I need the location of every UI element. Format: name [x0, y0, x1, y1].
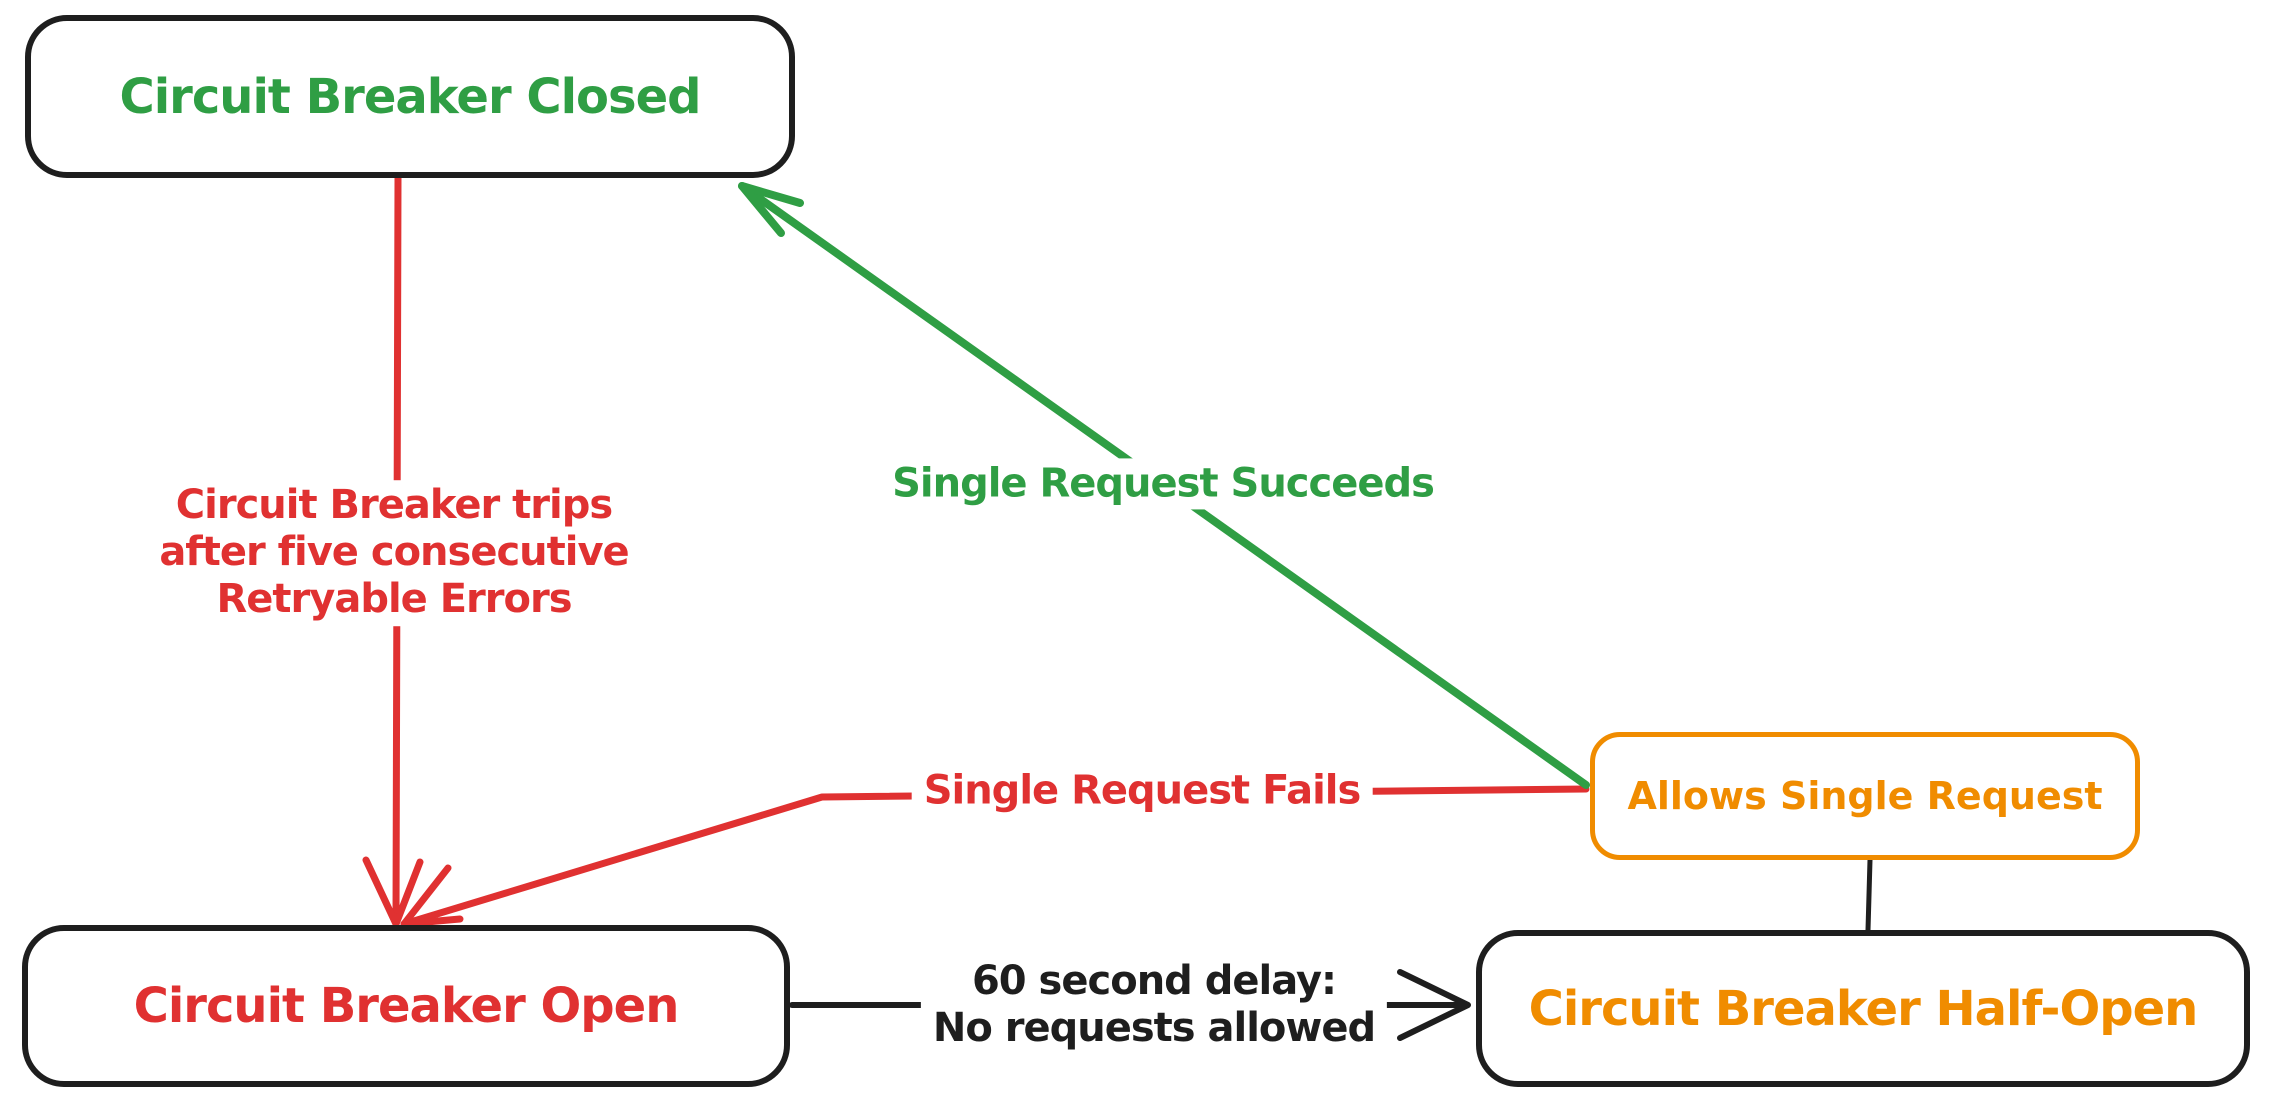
- node-circuit-breaker-open-label: Circuit Breaker Open: [133, 978, 680, 1034]
- success-arrowhead: [738, 182, 804, 237]
- trip-arrowhead: [362, 856, 424, 928]
- trip-arrow-label: Circuit Breaker trips after five consecu…: [147, 480, 641, 626]
- node-circuit-breaker-open: Circuit Breaker Open: [22, 925, 790, 1087]
- node-allows-single-request-label: Allows Single Request: [1627, 774, 2103, 818]
- node-circuit-breaker-closed-label: Circuit Breaker Closed: [119, 68, 702, 125]
- fail-arrow-label: Single Request Fails: [911, 765, 1373, 817]
- node-circuit-breaker-half-open: Circuit Breaker Half-Open: [1476, 930, 2250, 1087]
- halfopen-connector-line: [1865, 857, 1873, 933]
- fail-arrowhead: [400, 864, 464, 928]
- delay-arrowhead: [1397, 969, 1471, 1041]
- node-circuit-breaker-half-open-label: Circuit Breaker Half-Open: [1528, 980, 2199, 1037]
- success-arrow-label: Single Request Succeeds: [880, 458, 1446, 510]
- delay-arrow-label: 60 second delay: No requests allowed: [920, 955, 1388, 1055]
- node-allows-single-request: Allows Single Request: [1590, 732, 2140, 860]
- node-circuit-breaker-closed: Circuit Breaker Closed: [25, 15, 795, 178]
